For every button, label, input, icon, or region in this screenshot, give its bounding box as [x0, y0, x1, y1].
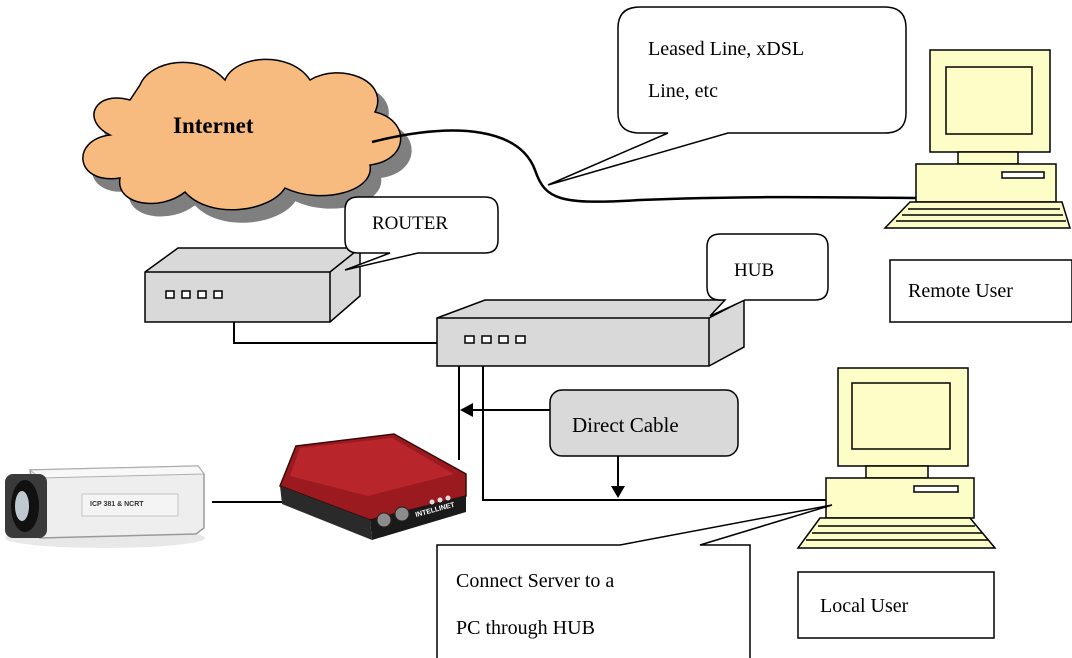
remote-user-box: Remote User — [889, 259, 1072, 323]
hub-callout-shape — [706, 233, 829, 317]
remote-computer-icon — [883, 49, 1072, 229]
video-server-image: INTELLINET — [279, 433, 467, 540]
hub-label: HUB — [734, 260, 774, 281]
leased-line-text-1: Leased Line, xDSL — [648, 38, 804, 60]
cables — [212, 129, 936, 503]
hub-device — [436, 299, 745, 367]
router-callout: ROUTER — [344, 196, 499, 271]
leased-line-callout-shape — [547, 6, 907, 186]
ip-camera-image: ICP 381 & NCRT — [5, 465, 205, 548]
leased-line-text-2: Line, etc — [648, 80, 718, 102]
direct-cable-annotation: Direct Cable — [460, 389, 739, 498]
direct-cable-box — [549, 389, 739, 457]
leased-line-callout: Leased Line, xDSL Line, etc — [547, 6, 907, 186]
leased-line-cable — [371, 129, 936, 203]
connect-callout-shape — [436, 504, 833, 658]
internet-cloud-body — [82, 58, 402, 211]
connect-callout: Connect Server to a PC through HUB — [436, 504, 833, 658]
hub-callout: HUB — [706, 233, 829, 317]
local-computer-icon — [796, 367, 997, 549]
direct-cable-label: Direct Cable — [572, 413, 679, 437]
internet-label: Internet — [173, 113, 254, 138]
router-hub-cable — [233, 322, 440, 344]
local-user-label: Local User — [820, 595, 909, 617]
internet-cloud: Internet — [82, 58, 412, 223]
remote-user-label: Remote User — [908, 280, 1013, 302]
connect-text-2: PC through HUB — [456, 617, 595, 639]
local-user-box: Local User — [797, 571, 995, 639]
connect-text-1: Connect Server to a — [456, 570, 614, 592]
router-device — [144, 247, 361, 323]
router-label: ROUTER — [372, 213, 448, 234]
router-callout-shape — [344, 196, 499, 271]
camera-model-label: ICP 381 & NCRT — [90, 501, 144, 508]
